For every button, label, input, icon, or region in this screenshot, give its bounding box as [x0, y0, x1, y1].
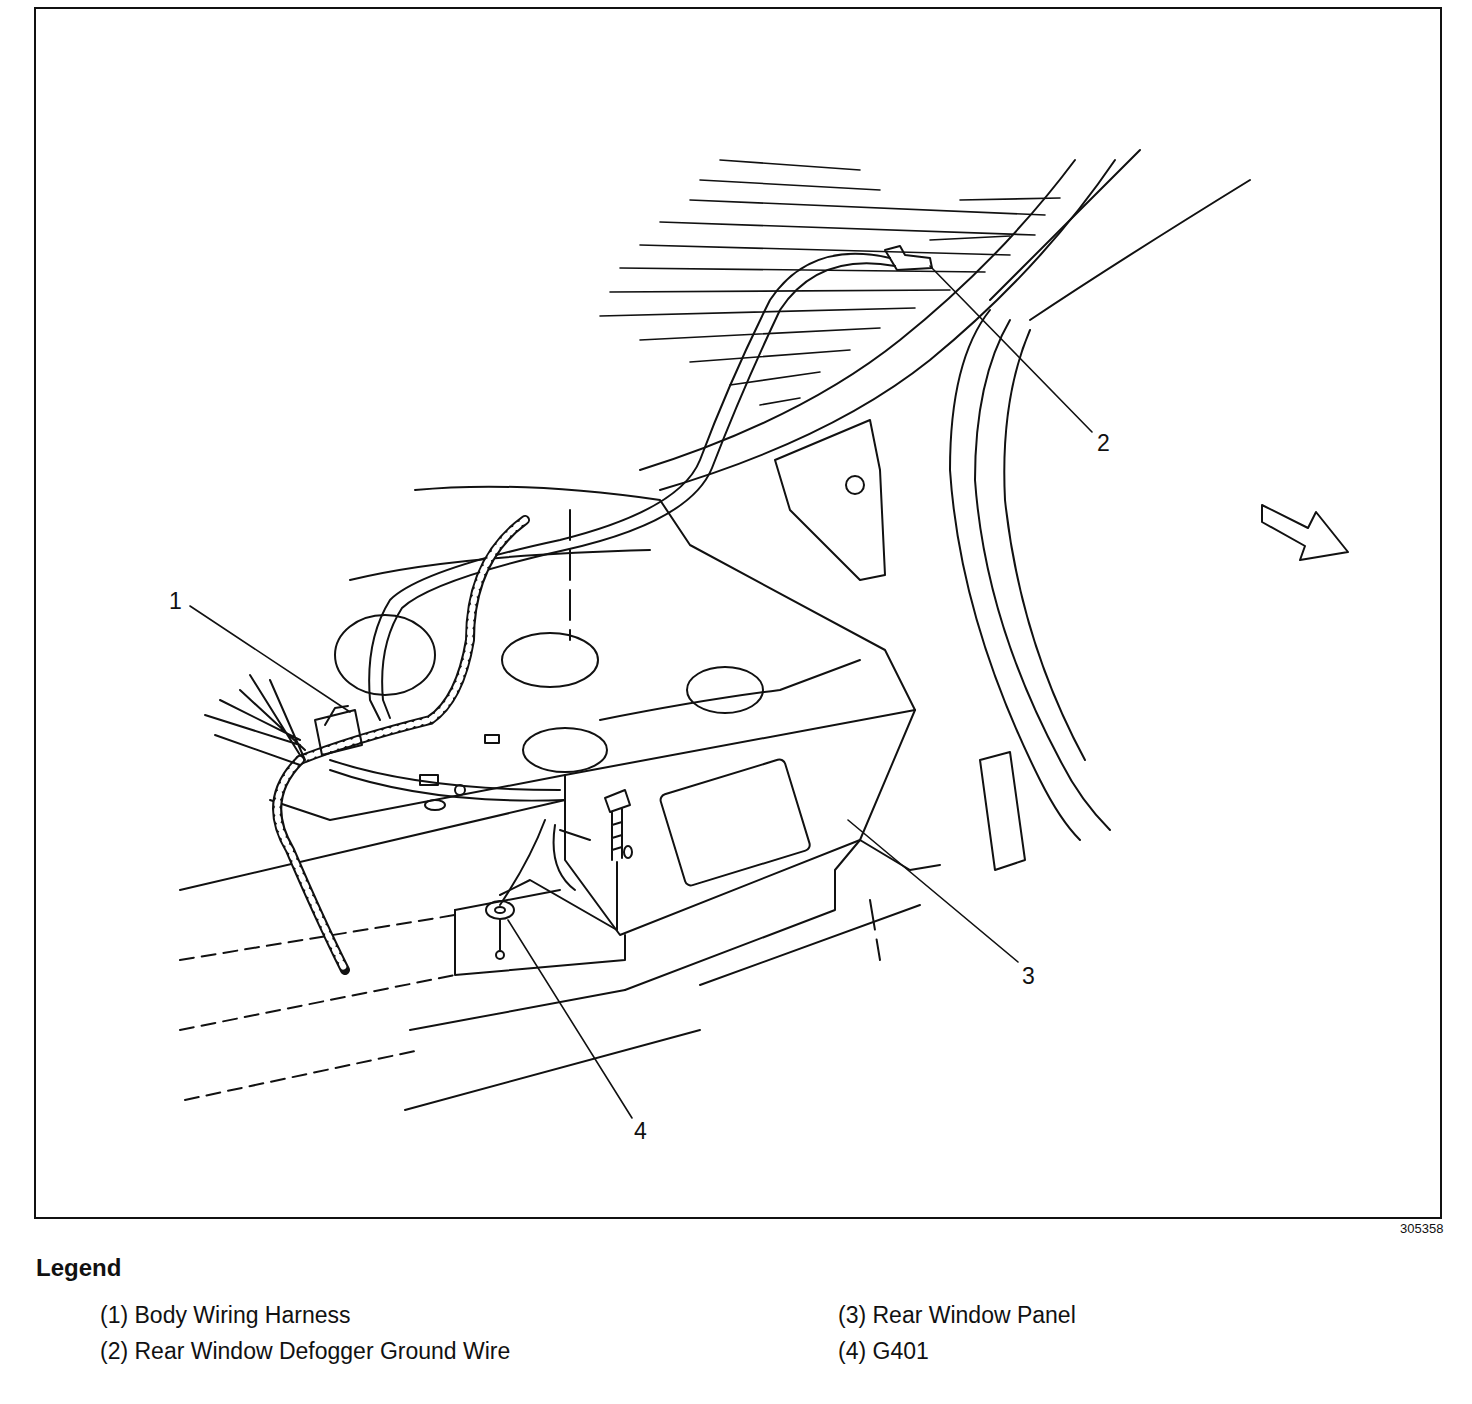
ground-eyelet: [495, 907, 505, 913]
glass-hatching: [600, 160, 1060, 405]
leader-line: [930, 266, 1092, 432]
harness-branch: [330, 760, 565, 801]
harness: [300, 520, 525, 760]
slot: [425, 800, 445, 810]
legend-entry: (4) G401: [838, 1338, 929, 1364]
body-line: [180, 975, 455, 1030]
callout-number: 3: [1022, 963, 1035, 989]
panel-opening: [659, 758, 811, 887]
harness: [300, 520, 525, 760]
pillar: [975, 320, 1110, 830]
pillar: [1004, 330, 1085, 760]
shelf-top: [270, 487, 915, 820]
slot: [485, 735, 499, 743]
panel-flange: [410, 990, 625, 1030]
pillar-opening: [775, 420, 885, 580]
speaker-hole: [502, 633, 598, 687]
bolt: [605, 790, 630, 860]
callout-number: 1: [169, 588, 182, 614]
harness: [277, 760, 345, 970]
leader-line: [190, 606, 350, 712]
hole: [496, 951, 504, 959]
harness: [277, 760, 345, 970]
callout-number: 2: [1097, 430, 1110, 456]
ground-eyelet: [486, 901, 514, 919]
access-hole: [687, 667, 763, 713]
legend-entry: (3) Rear Window Panel: [838, 1302, 1076, 1328]
legend-entry: (2) Rear Window Defogger Ground Wire: [100, 1338, 510, 1364]
connector: [315, 706, 362, 755]
roof-edge: [990, 150, 1140, 300]
callout-number: 4: [634, 1118, 647, 1144]
assembly-line: [500, 862, 617, 930]
window-edge: [640, 160, 1075, 470]
hole: [624, 846, 632, 858]
shelf-rib: [600, 660, 860, 720]
harness-wires: [205, 675, 305, 765]
ground-terminal: [885, 246, 932, 270]
access-hole: [523, 728, 607, 772]
leader-line: [848, 820, 1018, 962]
legend-entry: (1) Body Wiring Harness: [100, 1302, 351, 1328]
body-line: [569, 510, 571, 640]
ground-lead: [500, 820, 590, 905]
figure-number: 305358: [1400, 1222, 1443, 1237]
body-line: [870, 900, 880, 960]
figure-frame: [35, 8, 1441, 1218]
roof-edge: [1030, 180, 1250, 320]
body-line: [185, 1050, 420, 1100]
ground-wire: [369, 254, 890, 720]
direction-arrow: [1262, 505, 1348, 560]
hole: [846, 476, 864, 494]
leader-line: [508, 920, 632, 1118]
body-line: [405, 1030, 700, 1110]
panel-flange: [700, 905, 920, 985]
window-edge: [660, 160, 1115, 490]
ground-wire: [382, 263, 895, 718]
panel-flange: [625, 840, 940, 990]
side-opening: [980, 752, 1025, 870]
assembly-line: [499, 920, 501, 950]
legend-heading: Legend: [36, 1254, 121, 1282]
body-line: [180, 800, 565, 890]
